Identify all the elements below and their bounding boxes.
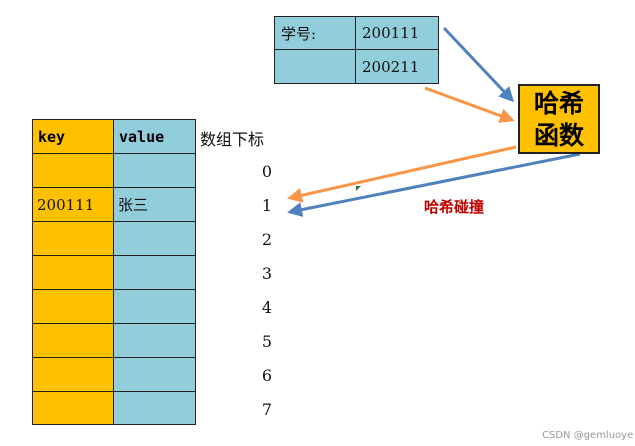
hash-table: key value 200111 张三 [32, 119, 196, 425]
value-cell-4 [113, 289, 196, 324]
key-cell-5 [32, 323, 114, 358]
input-table: 学号: 200111 200211 [274, 16, 439, 84]
input-label-cell: 学号: [274, 16, 356, 50]
arrow-200211-to-hash [424, 86, 515, 123]
input-value-1: 200111 [362, 24, 420, 42]
value-cell-1: 张三 [113, 187, 196, 222]
hash-function-line2: 函数 [533, 121, 584, 150]
collision-label: 哈希碰撞 [424, 198, 485, 216]
key-cell-7 [32, 391, 114, 425]
hash-function-box: 哈希 函数 [518, 84, 600, 154]
arrow-hash-to-index1-orange [287, 145, 517, 203]
hash-function-line1: 哈希 [533, 89, 584, 118]
input-value-cell-2: 200211 [355, 49, 439, 84]
index-5: 5 [261, 332, 272, 351]
index-0: 0 [261, 162, 272, 181]
small-marker [356, 186, 361, 191]
arrow-200111-to-hash [442, 26, 515, 103]
index-title: 数组下标 [200, 130, 265, 149]
index-4: 4 [261, 298, 272, 317]
key-cell-1: 200111 [32, 187, 114, 222]
input-label: 学号: [281, 24, 317, 43]
key-cell-3 [32, 255, 114, 290]
input-empty-cell [274, 49, 356, 84]
index-2: 2 [261, 230, 272, 249]
value-cell-6 [113, 357, 196, 392]
key-cell-2 [32, 221, 114, 256]
header-key: key [32, 119, 114, 154]
index-6: 6 [261, 366, 272, 385]
input-value-2: 200211 [362, 57, 420, 76]
watermark: CSDN @gemluoye [542, 430, 634, 441]
arrow-hash-to-index1-blue [287, 152, 581, 218]
value-cell-0 [113, 153, 196, 188]
key-cell-0 [32, 153, 114, 188]
input-value-cell-1: 200111 [355, 16, 439, 50]
value-cell-5 [113, 323, 196, 358]
index-3: 3 [261, 264, 272, 283]
key-cell-6 [32, 357, 114, 392]
index-7: 7 [261, 400, 272, 419]
value-cell-2 [113, 221, 196, 256]
value-cell-3 [113, 255, 196, 290]
header-value: value [113, 119, 196, 154]
index-1: 1 [261, 196, 272, 215]
value-cell-7 [113, 391, 196, 425]
key-cell-4 [32, 289, 114, 324]
